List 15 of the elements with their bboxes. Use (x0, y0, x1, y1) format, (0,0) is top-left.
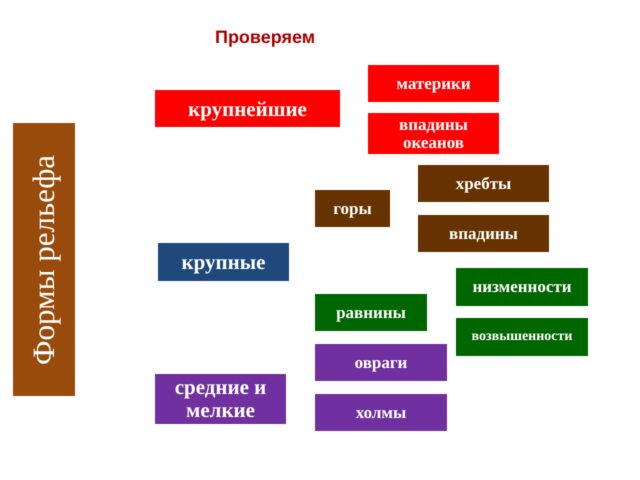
category-box: материки (368, 65, 499, 102)
category-box: равнины (315, 294, 427, 331)
category-box: возвышенности (456, 318, 588, 356)
category-box: овраги (315, 344, 447, 381)
category-box: горы (315, 190, 390, 227)
category-box: низменности (456, 268, 588, 306)
category-box: крупные (158, 243, 289, 281)
category-box: крупнейшие (155, 90, 340, 127)
category-box: холмы (315, 394, 447, 431)
rotated-heading-box: Формы рельефа (13, 123, 75, 396)
category-box: впадины океанов (368, 113, 499, 154)
category-box: средние и мелкие (155, 374, 286, 424)
title: Проверяем (215, 27, 316, 48)
category-box: впадины (418, 215, 549, 252)
category-box: хребты (418, 165, 549, 202)
